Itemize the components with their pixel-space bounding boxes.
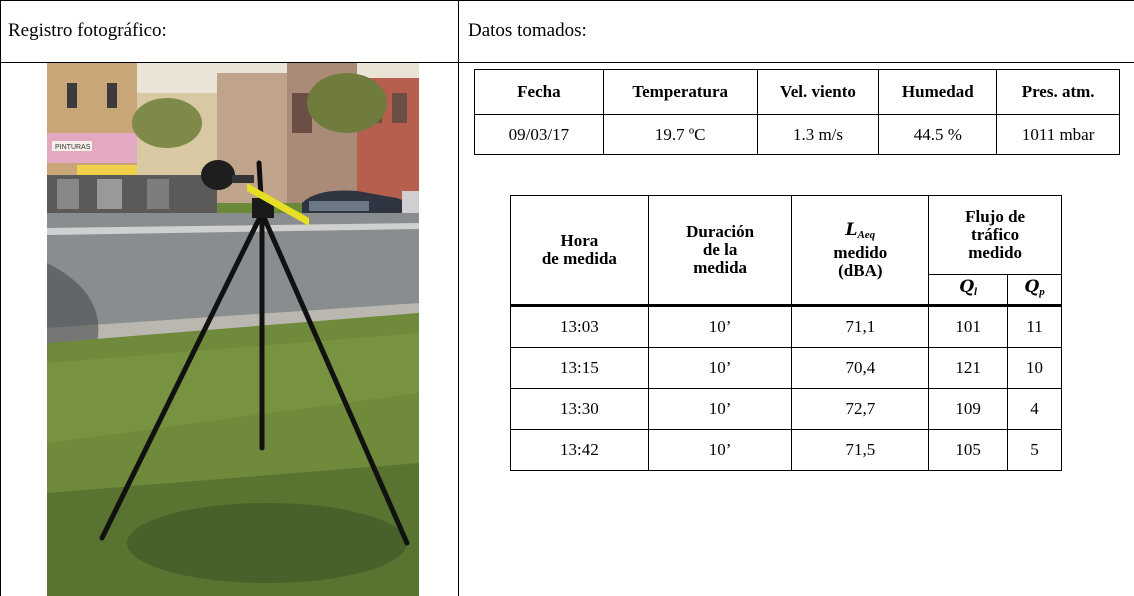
value-vel-viento: 1.3 m/s <box>756 114 880 155</box>
col-duracion: Duración de la medida <box>647 195 793 307</box>
q-light-symbol: Q <box>959 277 975 298</box>
col-duracion-line1: Duración <box>686 222 755 241</box>
cell-hora: 13:42 <box>510 429 649 471</box>
cell-duracion: 10’ <box>647 388 793 430</box>
table-row: 13:03 10’ 71,1 101 11 <box>510 305 1062 348</box>
col-vel-viento: Vel. viento <box>756 69 880 115</box>
cell-q-light: 109 <box>928 388 1009 430</box>
weather-data-table: Fecha Temperatura Vel. viento Humedad Pr… <box>474 69 1120 155</box>
frame-column-divider <box>458 0 459 596</box>
frame-header-divider <box>0 62 1134 63</box>
cell-duracion: 10’ <box>647 305 793 348</box>
site-photo: PINTURAS <box>47 63 419 596</box>
photo-section-heading: Registro fotográfico: <box>8 20 167 41</box>
cell-laeq: 72,7 <box>791 388 930 430</box>
col-duracion-line3: medida <box>693 258 748 277</box>
col-q-heavy: Qp <box>1007 274 1062 307</box>
col-flujo-line3: medido <box>968 243 1023 263</box>
col-temperatura: Temperatura <box>602 69 758 115</box>
data-section-heading: Datos tomados: <box>468 20 587 41</box>
col-hora-line1: Hora <box>560 231 599 250</box>
cell-hora: 13:30 <box>510 388 649 430</box>
q-heavy-subscript: p <box>1039 286 1045 299</box>
cell-hora: 13:15 <box>510 347 649 389</box>
weather-header-row: Fecha Temperatura Vel. viento Humedad Pr… <box>474 69 1120 115</box>
cell-laeq: 70,4 <box>791 347 930 389</box>
cell-q-light: 105 <box>928 429 1009 471</box>
cell-q-light: 121 <box>928 347 1009 389</box>
table-row: 13:42 10’ 71,5 105 5 <box>510 429 1062 471</box>
cell-q-light: 101 <box>928 305 1009 348</box>
weather-values-row: 09/03/17 19.7 ºC 1.3 m/s 44.5 % 1011 mba… <box>474 114 1120 155</box>
col-laeq-line1: medido <box>833 242 888 262</box>
value-temperatura: 19.7 ºC <box>602 114 758 155</box>
col-fecha: Fecha <box>474 69 604 115</box>
laeq-subscript: Aeq <box>857 228 876 241</box>
value-fecha: 09/03/17 <box>474 114 604 155</box>
col-q-light: Ql <box>928 274 1009 307</box>
cell-q-heavy: 4 <box>1007 388 1062 430</box>
cell-q-heavy: 5 <box>1007 429 1062 471</box>
cell-hora: 13:03 <box>510 305 649 348</box>
col-laeq: LAeq medido (dBA) <box>791 195 930 307</box>
q-light-subscript: l <box>974 286 978 299</box>
col-duracion-line2: de la <box>702 240 738 259</box>
cell-laeq: 71,1 <box>791 305 930 348</box>
col-flujo: Flujo de tráfico medido <box>928 194 1062 276</box>
q-heavy-symbol: Q <box>1024 277 1040 298</box>
traffic-measurement-table: Hora de medida Duración de la medida LAe… <box>510 194 1062 471</box>
table-row: 13:15 10’ 70,4 121 10 <box>510 347 1062 389</box>
shop-sign-text: PINTURAS <box>55 144 91 151</box>
col-hora: Hora de medida <box>510 195 649 307</box>
cell-q-heavy: 10 <box>1007 347 1062 389</box>
cell-duracion: 10’ <box>647 429 793 471</box>
frame-left <box>0 0 1 596</box>
laeq-symbol: L <box>845 219 858 240</box>
col-flujo-line2: tráfico <box>971 225 1020 245</box>
value-humedad: 44.5 % <box>878 114 998 155</box>
cell-laeq: 71,5 <box>791 429 930 471</box>
col-laeq-line2: (dBA) <box>838 260 883 280</box>
cell-duracion: 10’ <box>647 347 793 389</box>
col-humedad: Humedad <box>878 69 998 115</box>
value-pres-atm: 1011 mbar <box>996 114 1120 155</box>
table-row: 13:30 10’ 72,7 109 4 <box>510 388 1062 430</box>
col-pres-atm: Pres. atm. <box>996 69 1120 115</box>
traffic-header-row-1: Hora de medida Duración de la medida LAe… <box>510 194 1062 307</box>
col-hora-line2: de medida <box>541 249 617 268</box>
traffic-header-row-2: Ql Qp <box>511 274 1062 307</box>
col-flujo-line1: Flujo de <box>965 207 1026 227</box>
cell-q-heavy: 11 <box>1007 305 1062 348</box>
frame-top <box>0 0 1134 1</box>
